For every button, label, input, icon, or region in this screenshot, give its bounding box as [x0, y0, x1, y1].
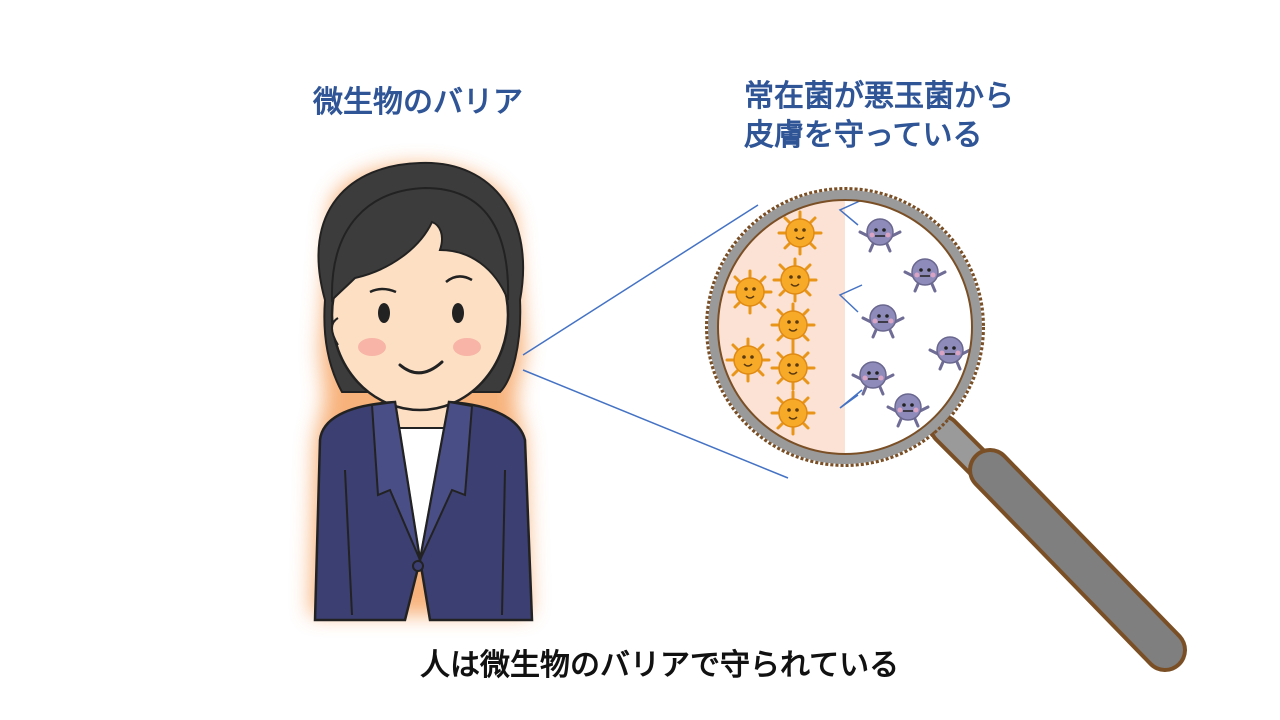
magnifying-glass-icon: [705, 187, 1187, 672]
caption: 人は微生物のバリアで守られている: [420, 648, 900, 683]
resident-bacteria-title-line2: 皮膚を守っている: [744, 118, 983, 153]
barrier-title: 微生物のバリア: [313, 85, 523, 120]
zoom-lines: [522, 204, 789, 479]
resident-bacteria-title-line1: 常在菌が悪玉菌から: [744, 79, 1014, 114]
woman-in-suit-icon: [313, 161, 534, 622]
resident-bacteria-title: 常在菌が悪玉菌から 皮膚を守っている: [744, 77, 1014, 155]
